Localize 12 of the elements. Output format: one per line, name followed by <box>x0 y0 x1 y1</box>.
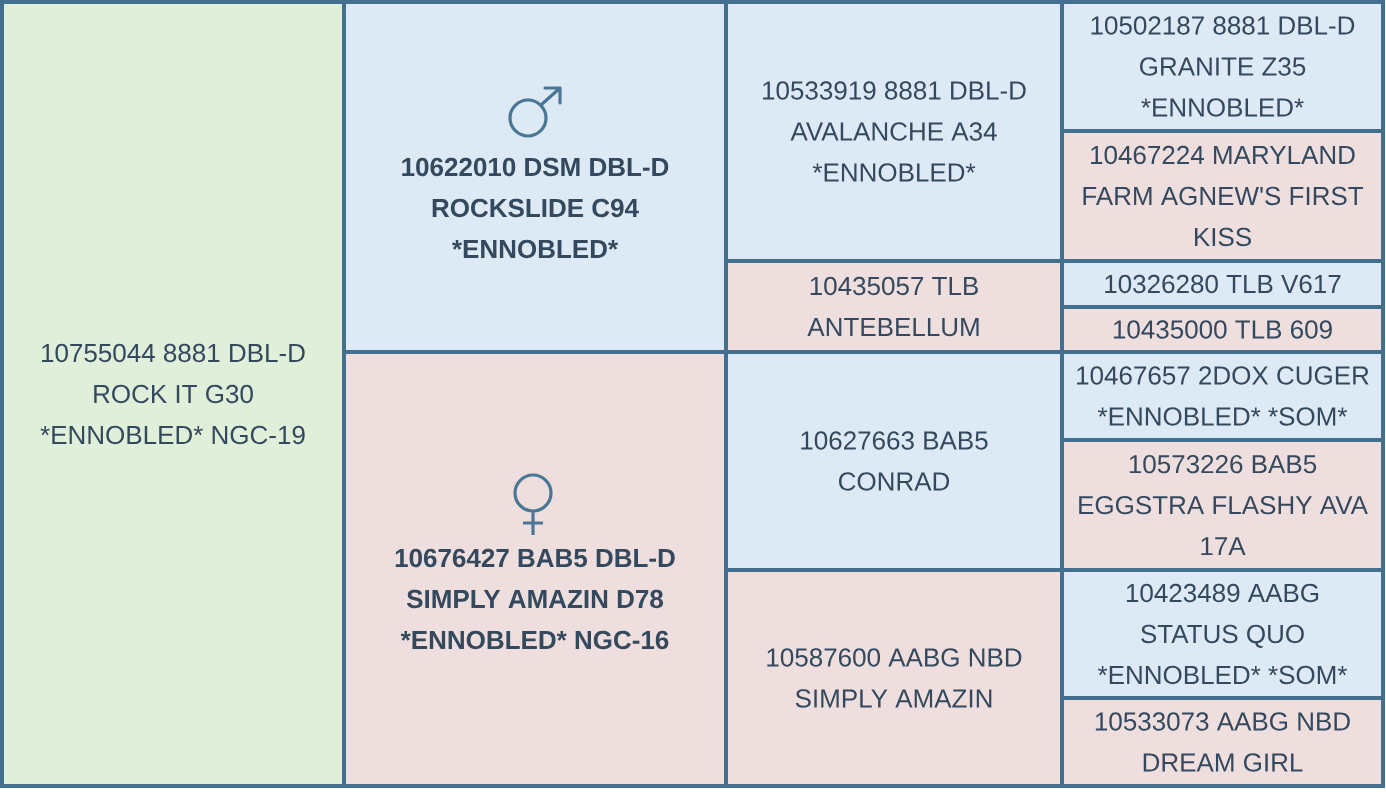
pedigree-cell: 10435000 TLB 609 <box>1060 305 1385 354</box>
pedigree-cell: 10467224 MARYLAND FARM AGNEW'S FIRST KISS <box>1060 129 1385 263</box>
pedigree-cell: 10533073 AABG NBD DREAM GIRL <box>1060 696 1385 788</box>
pedigree-cell: 10423489 AABG STATUS QUO *ENNOBLED* *SOM* <box>1060 568 1385 700</box>
pedigree-cell: 10622010 DSM DBL-D ROCKSLIDE C94 *ENNOBLED* <box>342 0 728 354</box>
pedigree-cell: 10502187 8881 DBL-D GRANITE Z35 *ENNOBLED* <box>1060 0 1385 133</box>
pedigree-cell: 10755044 8881 DBL-D ROCK IT G30 *ENNOBLED* NGC-19 <box>0 0 346 788</box>
pedigree-cell: 10573226 BAB5 EGGSTRA FLASHY AVA 17A <box>1060 438 1385 572</box>
pedigree-cell: 10587600 AABG NBD SIMPLY AMAZIN <box>724 568 1064 788</box>
pedigree-cell: 10326280 TLB V617 <box>1060 259 1385 309</box>
pedigree-cell: 10467657 2DOX CUGER *ENNOBLED* *SOM* <box>1060 350 1385 442</box>
pedigree-cell: 10627663 BAB5 CONRAD <box>724 350 1064 572</box>
